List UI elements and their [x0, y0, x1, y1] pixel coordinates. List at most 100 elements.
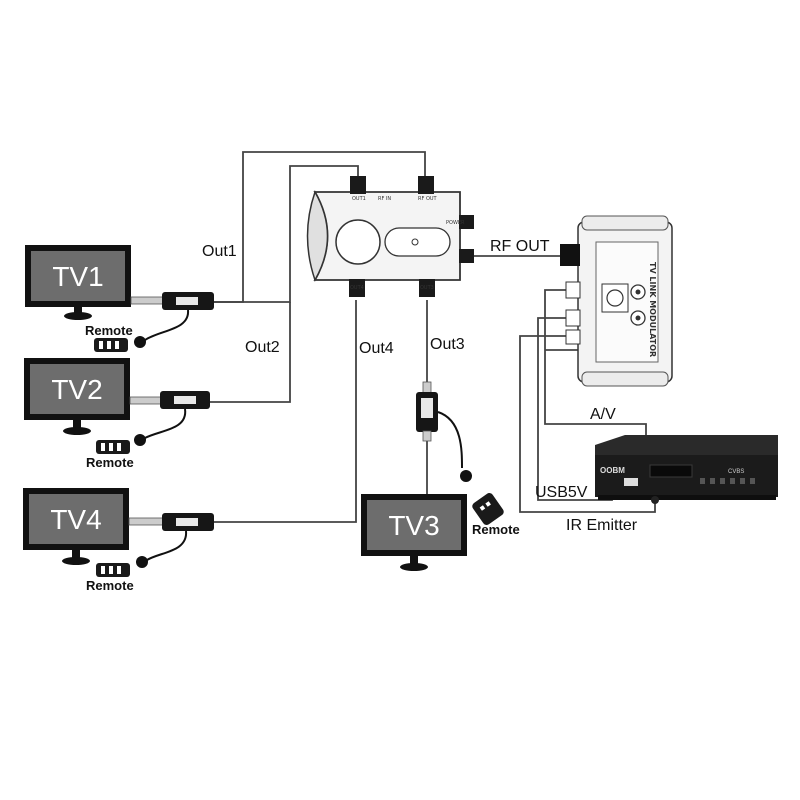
- remote-tv3: Remote: [472, 493, 520, 537]
- ir-receiver-tv1: [130, 292, 214, 348]
- label-av: A/V: [590, 406, 616, 423]
- label-rf-out: RF OUT: [490, 238, 550, 255]
- set-top-box: OOBM CVBS: [595, 435, 778, 504]
- tv3-label: TV3: [388, 510, 439, 541]
- tv4: TV4: [23, 488, 129, 565]
- splitter-mount: [306, 190, 329, 282]
- ir-receiver-tv2-eye: [134, 434, 146, 446]
- splitter-port-rfout: [459, 249, 474, 263]
- receiver-front-buttons: [700, 478, 755, 484]
- splitter-led: [411, 238, 419, 246]
- ir-receiver-tv4-plug: [128, 517, 164, 526]
- ir-receiver-tv1-eye: [134, 336, 146, 348]
- ir-receiver-tv2-window: [174, 396, 196, 404]
- ir-emitter-tip: [651, 496, 659, 504]
- tv-link-modulator: TV LINK MODULATOR: [560, 215, 673, 387]
- ir-receiver-tv2-plug: [129, 396, 163, 405]
- label-out4: Out4: [359, 340, 394, 357]
- label-out3: Out3: [430, 336, 465, 353]
- modulator-button: [606, 289, 624, 307]
- tv2: TV2: [24, 358, 130, 435]
- modulator-rca-1-inner: [635, 289, 641, 295]
- wire-av: [544, 289, 647, 437]
- tv1-screen: [31, 251, 125, 301]
- receiver-brand: OOBM: [600, 466, 625, 475]
- ir-receiver-tv3-plug-bottom: [422, 430, 432, 442]
- remote-tv2: Remote: [86, 440, 134, 470]
- ir-receiver-tv2: [129, 391, 210, 446]
- label-usb5v: USB5V: [535, 484, 588, 501]
- tv4-neck: [72, 550, 80, 558]
- tv1-neck: [74, 307, 82, 314]
- modulator-rf-port: [560, 244, 580, 266]
- tv2-label: TV2: [51, 374, 102, 405]
- receiver-display: [649, 464, 693, 478]
- modulator-tab-bottom: [581, 371, 669, 387]
- ir-receiver-tv1-plug: [130, 296, 164, 305]
- modulator-jack-3: [565, 329, 581, 345]
- splitter-port-label-rfout: RF OUT: [418, 196, 438, 202]
- wire-ir: [519, 335, 656, 513]
- tv2-stand: [63, 427, 91, 435]
- receiver-model: CVBS: [728, 469, 744, 475]
- tv4-stand: [62, 557, 90, 565]
- ir-receiver-tv3-cable: [437, 411, 463, 469]
- receiver-base: [598, 495, 776, 500]
- tv3-stand: [400, 563, 428, 571]
- ir-receiver-tv4: [128, 513, 214, 568]
- remote-tv4: Remote: [86, 563, 134, 593]
- ir-receiver-tv3-eye: [460, 470, 472, 482]
- wire-out1-loop: [213, 151, 426, 303]
- remote-tv3-label: Remote: [472, 522, 520, 537]
- wire-out2: [210, 302, 291, 403]
- tv4-label: TV4: [50, 504, 101, 535]
- splitter-port-label-power: POWER: [446, 220, 465, 226]
- ir-receiver-tv3-window: [421, 398, 433, 418]
- splitter-port-out4: [349, 279, 365, 297]
- tv1-stand: [64, 312, 92, 320]
- tv3: TV3: [361, 494, 467, 571]
- splitter-port-label-out4: OUT4: [350, 285, 364, 291]
- remote-tv2-label: Remote: [86, 455, 134, 470]
- wire-out1: [213, 165, 359, 303]
- splitter-port-out3: [419, 279, 435, 297]
- ir-receiver-tv4-eye: [136, 556, 148, 568]
- modulator-rca-2-inner: [635, 315, 641, 321]
- tv1-label: TV1: [52, 261, 103, 292]
- ir-receiver-tv4-window: [176, 518, 198, 526]
- splitter-port-rfin: [418, 176, 434, 194]
- receiver-top: [595, 435, 778, 460]
- tv3-neck: [410, 556, 418, 564]
- splitter-port-label-out3: OUT3: [420, 285, 434, 291]
- tv4-screen: [29, 494, 123, 544]
- label-out2: Out2: [245, 339, 280, 356]
- modulator-tab-top: [581, 215, 669, 231]
- splitter-port-out1: [350, 176, 366, 194]
- splitter-knob: [335, 219, 381, 265]
- ir-receiver-tv1-cable: [144, 309, 190, 341]
- ir-receiver-tv3: [416, 381, 472, 482]
- ir-receiver-tv4-cable: [146, 530, 188, 561]
- remote-tv1-label: Remote: [85, 323, 133, 338]
- remote-tv4-label: Remote: [86, 578, 134, 593]
- rf-splitter: OUT1 RF IN RF OUT OUT4 OUT3 POWER: [306, 176, 474, 297]
- modulator-jack-2: [565, 309, 581, 327]
- receiver-usb-port: [624, 478, 638, 486]
- modulator-name: TV LINK MODULATOR: [648, 262, 657, 357]
- splitter-port-power: [459, 215, 474, 229]
- label-ir-emitter: IR Emitter: [566, 517, 638, 534]
- splitter-port-label-rfin: RF IN: [378, 196, 391, 202]
- tv2-neck: [73, 420, 81, 428]
- remote-tv1: Remote: [85, 323, 133, 352]
- tv1: TV1: [25, 245, 131, 320]
- tv3-screen: [367, 500, 461, 550]
- label-out1: Out1: [202, 243, 237, 260]
- remote-tv3-icon: [472, 493, 504, 525]
- wire-out4: [213, 300, 357, 523]
- tv2-screen: [30, 364, 124, 414]
- modulator-jack-1: [565, 281, 581, 299]
- ir-receiver-tv2-cable: [144, 408, 187, 439]
- splitter-port-label-out1: OUT1: [352, 196, 366, 202]
